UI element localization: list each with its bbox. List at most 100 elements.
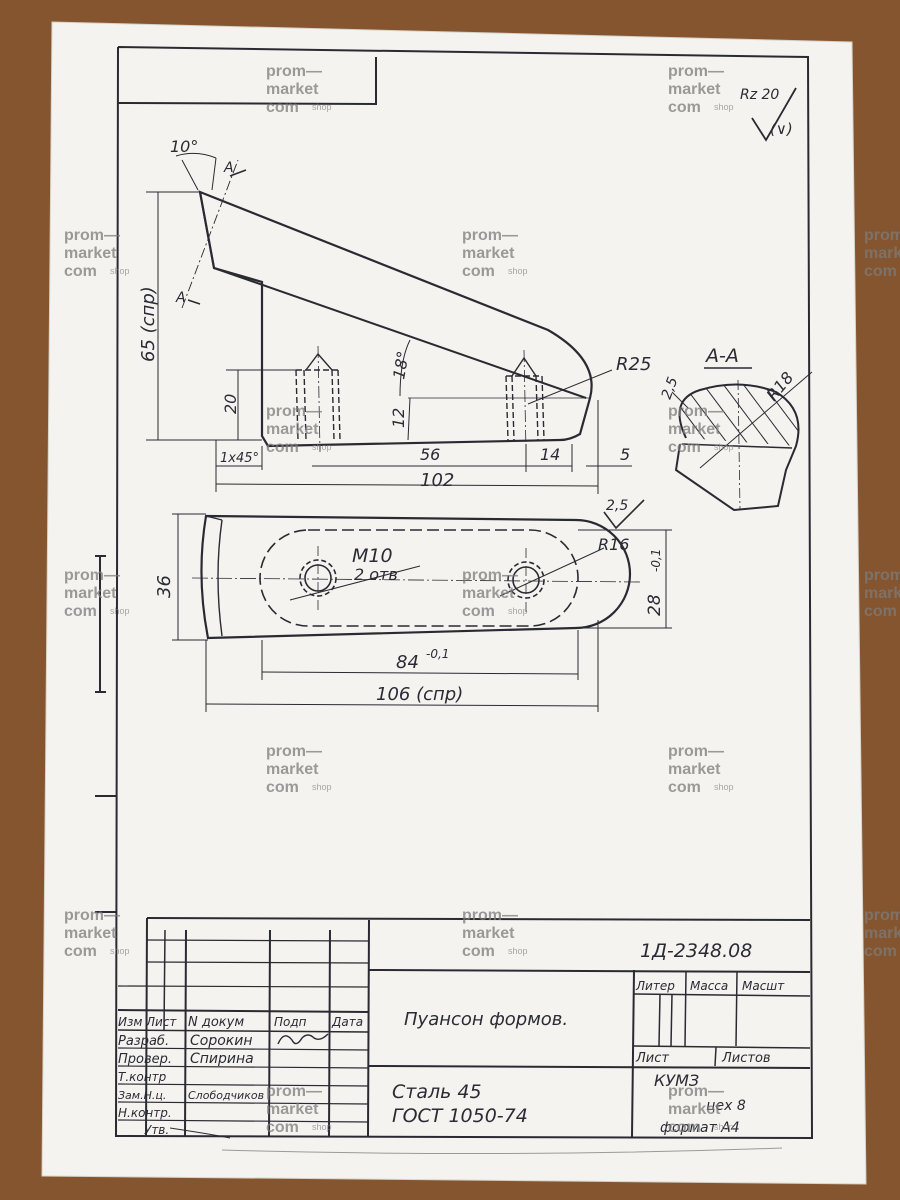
tb-header-izm: Изм — [118, 1015, 142, 1029]
watermark-text: com — [266, 439, 299, 456]
watermark-text: market — [266, 421, 319, 438]
watermark-text: com — [462, 603, 495, 620]
tb-role-norm-control: Н.контр. — [118, 1106, 172, 1120]
watermark-shop: shop — [714, 1122, 734, 1132]
watermark-text: market — [266, 761, 319, 778]
watermark-text: com — [668, 1119, 701, 1136]
tb-role-approved: Утв. — [144, 1123, 169, 1137]
watermark-text: prom— — [864, 907, 900, 924]
watermark-text: market — [864, 245, 900, 262]
watermark-text: prom— — [266, 1083, 322, 1100]
watermark-text: prom— — [462, 227, 518, 244]
watermark-text: com — [864, 603, 897, 620]
watermark-text: com — [64, 263, 97, 280]
watermark-shop: shop — [110, 266, 130, 276]
tb-role-tech-control: Т.контр — [118, 1070, 167, 1084]
tb-header-sign: Подп — [274, 1015, 307, 1029]
watermark-text: prom— — [668, 403, 724, 420]
tb-role-developer: Разраб. — [118, 1034, 169, 1049]
tb-role-deputy: Зам.Н.ц. — [118, 1089, 166, 1102]
watermark-text: prom— — [266, 63, 322, 80]
watermark-text: com — [668, 439, 701, 456]
dim-angle-10: 10° — [170, 137, 198, 156]
tb-header-date: Дата — [331, 1015, 363, 1029]
hole-count: 2 отв — [354, 565, 398, 584]
title-block — [117, 917, 811, 1138]
watermark-shop: shop — [312, 782, 332, 792]
dim-len-14: 14 — [540, 445, 560, 464]
watermark-text: market — [64, 585, 117, 602]
watermark-text: com — [266, 1119, 299, 1136]
dim-len-84: 84 — [396, 652, 419, 673]
tb-name-developer: Сорокин — [190, 1033, 253, 1049]
watermark-text: market — [462, 585, 515, 602]
tb-name-deputy: Слободчиков — [188, 1089, 264, 1102]
section-mark-bottom: А — [175, 290, 186, 306]
tb-scale: Масшт — [742, 979, 785, 993]
dim-angle-18: 18° — [389, 349, 413, 380]
watermark-text: prom— — [864, 567, 900, 584]
watermark-shop: shop — [508, 946, 528, 956]
watermark-text: com — [64, 603, 97, 620]
shop-number: цех 8 — [706, 1098, 746, 1114]
watermark-text: market — [462, 245, 515, 262]
section-title: А-А — [704, 345, 739, 367]
watermark-text: market — [266, 81, 319, 98]
dim-len-84-tol: -0,1 — [426, 647, 449, 661]
section-dim-25: 2,5 — [659, 375, 682, 401]
roughness-mark: Rz 20 (∨) — [740, 87, 797, 142]
watermark-text: com — [266, 99, 299, 116]
dim-chamfer: 1x45° — [220, 451, 259, 466]
front-dimensions — [146, 152, 632, 494]
watermark-text: prom— — [668, 1083, 724, 1100]
watermark-shop: shop — [508, 266, 528, 276]
watermark-text: com — [864, 943, 897, 960]
dim-height-12: 12 — [389, 408, 408, 428]
front-view — [181, 159, 593, 453]
watermark-text: market — [462, 925, 515, 942]
watermark-shop: shop — [312, 442, 332, 452]
watermark-text: prom— — [64, 567, 120, 584]
dim-height-20: 20 — [221, 394, 240, 414]
watermark-shop: shop — [714, 782, 734, 792]
tb-sheets: Листов — [721, 1051, 771, 1066]
thread-size: M10 — [352, 545, 393, 567]
watermark-text: market — [668, 761, 721, 778]
material-line1: Сталь 45 — [392, 1081, 482, 1103]
watermark-text: com — [266, 779, 299, 796]
watermark-text: prom— — [64, 227, 120, 244]
watermark-text: market — [266, 1101, 319, 1118]
watermark-text: com — [668, 779, 701, 796]
section-a-a — [671, 371, 813, 512]
tb-mass: Масса — [690, 979, 728, 993]
watermark-text: com — [462, 943, 495, 960]
pen-stroke — [169, 1127, 231, 1139]
tb-sheet: Лист — [635, 1051, 669, 1066]
watermark-shop: shop — [714, 102, 734, 112]
watermark-text: com — [668, 99, 701, 116]
watermark-text: com — [64, 943, 97, 960]
drawing-frame — [95, 46, 814, 1140]
top-dimensions — [172, 499, 672, 712]
roughness-sub: (∨) — [770, 120, 793, 138]
watermark-text: prom— — [462, 567, 518, 584]
tb-header-list: Лист — [145, 1015, 177, 1029]
section-mark-top: А — [223, 160, 234, 176]
watermark-text: market — [64, 245, 117, 262]
dim-len-106: 106 (спр) — [376, 684, 463, 705]
